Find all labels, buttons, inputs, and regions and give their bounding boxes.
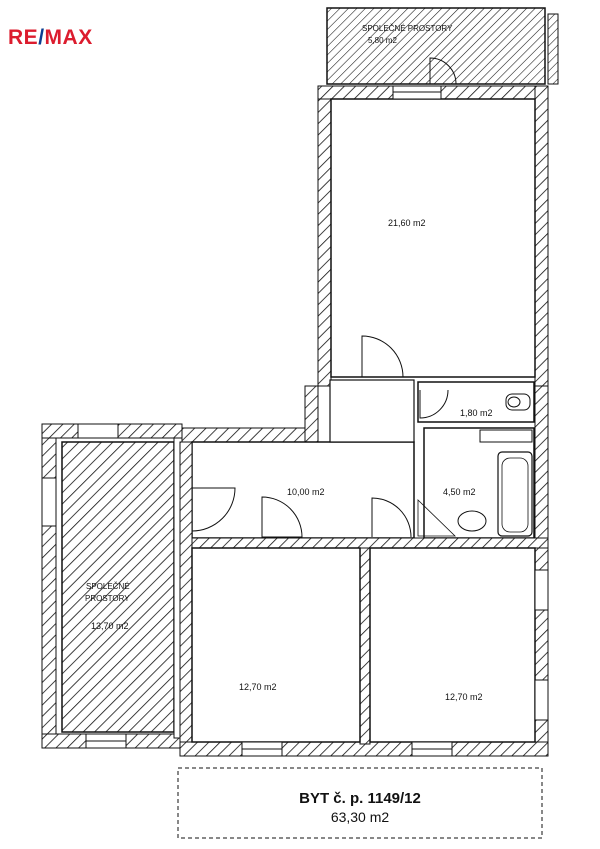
bath-shelf bbox=[479, 429, 533, 443]
door-wc bbox=[419, 389, 449, 419]
door-hall-left bbox=[191, 487, 236, 532]
label-bedroom-left-area: 12,70 m2 bbox=[239, 682, 277, 692]
common-area-top bbox=[326, 7, 559, 85]
apartment-title: BYT č. p. 1149/12 bbox=[299, 790, 421, 807]
label-common-left-name-2: PROSTORY bbox=[85, 594, 130, 603]
bathtub-inner bbox=[501, 457, 529, 533]
label-common-left-area: 13,70 m2 bbox=[91, 621, 129, 631]
label-common-left-name-1: SPOLEČNÉ bbox=[86, 582, 130, 591]
summary-frame bbox=[177, 767, 543, 839]
label-wc-area: 1,80 m2 bbox=[460, 408, 493, 418]
remax-logo: RE/MAX bbox=[8, 26, 93, 49]
outer-walls bbox=[41, 85, 549, 757]
room-hall bbox=[191, 441, 415, 539]
room-living bbox=[330, 98, 536, 378]
common-area-left bbox=[61, 441, 175, 733]
door-bathroom bbox=[417, 499, 456, 537]
windows bbox=[41, 85, 549, 757]
label-common-top-area: 5,80 m2 bbox=[368, 36, 397, 45]
room-bedroom-right bbox=[369, 547, 536, 743]
label-common-top-name: SPOLEČNÉ PROSTORY bbox=[362, 24, 453, 33]
label-bedroom-right-area: 12,70 m2 bbox=[445, 692, 483, 702]
door-living bbox=[361, 335, 404, 378]
door-hall-mid bbox=[261, 496, 303, 538]
room-hall-upper bbox=[329, 379, 415, 443]
apartment-total-area: 63,30 m2 bbox=[330, 809, 390, 825]
label-bath-area: 4,50 m2 bbox=[443, 487, 476, 497]
room-bedroom-left bbox=[191, 547, 361, 743]
label-hall-area: 10,00 m2 bbox=[287, 487, 325, 497]
door-hall-right bbox=[371, 497, 412, 538]
washbasin bbox=[457, 510, 487, 532]
label-living-area: 21,60 m2 bbox=[388, 218, 426, 228]
apartment-summary: BYT č. p. 1149/12 63,30 m2 bbox=[178, 768, 542, 838]
wc-toilet-bowl bbox=[507, 396, 521, 408]
inner-walls-lower bbox=[179, 441, 549, 745]
